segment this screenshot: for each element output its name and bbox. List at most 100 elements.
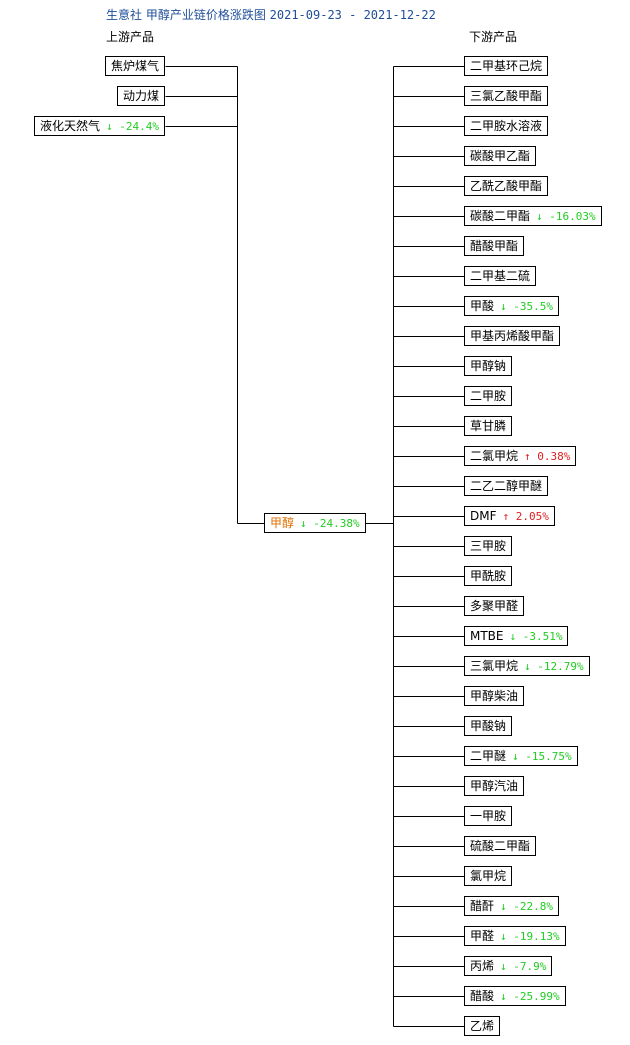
price-change: ↓ -35.5% <box>500 300 553 313</box>
price-change: ↓ -15.75% <box>512 750 572 763</box>
product-name: 三氯甲烷 <box>470 659 519 673</box>
title-dates: 2021-09-23 - 2021-12-22 <box>269 8 436 22</box>
product-name: 二氯甲烷 <box>470 449 519 463</box>
product-name: 甲醇钠 <box>470 359 507 373</box>
price-change-value: -24.38% <box>306 517 360 530</box>
downstream-node: 甲醇柴油 <box>464 686 525 706</box>
price-change-value: -25.99% <box>506 990 560 1003</box>
title-prefix: 生意社 甲醇产业链价格涨跌图 <box>106 8 266 22</box>
price-change-value: -35.5% <box>506 300 553 313</box>
downstream-node: 二甲胺水溶液 <box>464 116 549 136</box>
downstream-node: 硫酸二甲酯 <box>464 836 537 856</box>
price-change-value: -22.8% <box>506 900 553 913</box>
price-change: ↓ -22.8% <box>500 900 553 913</box>
downstream-node: 甲醇钠 <box>464 356 513 376</box>
price-change-value: 2.05% <box>509 510 549 523</box>
product-name: 二甲胺 <box>470 389 507 403</box>
product-name: 二甲醚 <box>470 749 507 763</box>
product-name: 甲基丙烯酸甲酯 <box>470 329 555 343</box>
price-change-value: -7.9% <box>506 960 547 973</box>
price-change-value: 0.38% <box>530 450 571 463</box>
product-name: 草甘膦 <box>470 419 507 433</box>
downstream-node: 甲基丙烯酸甲酯 <box>464 326 561 346</box>
product-name: 碳酸二甲酯 <box>470 209 531 223</box>
product-name: 甲醇 <box>270 516 295 530</box>
downstream-node: 甲醇汽油 <box>464 776 525 796</box>
product-name: 氯甲烷 <box>470 869 507 883</box>
downstream-node: 氯甲烷 <box>464 866 513 886</box>
arrow-down-icon: ↓ <box>536 210 543 223</box>
downstream-node: 二甲基环己烷 <box>464 56 549 76</box>
product-name: 甲酰胺 <box>470 569 507 583</box>
product-name: 醋酸 <box>470 989 495 1003</box>
downstream-node: 甲酸钠 <box>464 716 513 736</box>
product-name: MTBE <box>470 629 504 643</box>
downstream-label: 下游产品 <box>469 30 518 44</box>
center-node: 甲醇 ↓ -24.38% <box>264 513 366 533</box>
product-name: 甲醇汽油 <box>470 779 519 793</box>
price-change: ↓ -24.4% <box>106 120 159 133</box>
downstream-node: 二甲醚 ↓ -15.75% <box>464 746 578 766</box>
price-change: ↑ 2.05% <box>503 510 549 523</box>
upstream-node: 焦炉煤气 <box>104 56 165 76</box>
upstream-label: 上游产品 <box>106 30 155 44</box>
downstream-node: 碳酸二甲酯 ↓ -16.03% <box>464 206 602 226</box>
price-change: ↓ -19.13% <box>500 930 560 943</box>
downstream-node: MTBE ↓ -3.51% <box>464 626 569 646</box>
arrow-down-icon: ↓ <box>500 900 507 913</box>
upstream-node: 液化天然气↓ -24.4% <box>34 116 165 136</box>
downstream-node: 碳酸甲乙酯 <box>464 146 537 166</box>
downstream-node: 二甲基二硫 <box>464 266 537 286</box>
product-name: 醋酸甲酯 <box>470 239 519 253</box>
price-change-value: -12.79% <box>530 660 584 673</box>
product-name: 丙烯 <box>470 959 495 973</box>
product-name: 醋酐 <box>470 899 495 913</box>
price-change: ↓ -25.99% <box>500 990 560 1003</box>
price-change-value: -15.75% <box>518 750 572 763</box>
arrow-down-icon: ↓ <box>500 300 507 313</box>
product-name: 甲醇柴油 <box>470 689 519 703</box>
downstream-node: 一甲胺 <box>464 806 513 826</box>
downstream-node: 多聚甲醛 <box>464 596 525 616</box>
price-change: ↑ 0.38% <box>524 450 570 463</box>
downstream-node: 二乙二醇甲醚 <box>464 476 549 496</box>
arrow-down-icon: ↓ <box>512 750 519 763</box>
price-change: ↓ -3.51% <box>510 630 563 643</box>
arrow-down-icon: ↓ <box>500 960 507 973</box>
product-name: 乙酰乙酸甲酯 <box>470 179 543 193</box>
arrow-down-icon: ↓ <box>500 930 507 943</box>
product-name: 焦炉煤气 <box>110 59 159 73</box>
product-name: 甲醛 <box>470 929 495 943</box>
downstream-node: DMF↑ 2.05% <box>464 506 555 526</box>
product-name: 动力煤 <box>122 89 159 103</box>
price-change-value: -16.03% <box>542 210 596 223</box>
page-title: 生意社 甲醇产业链价格涨跌图 2021-09-23 - 2021-12-22 <box>106 6 436 23</box>
downstream-node: 醋酐 ↓ -22.8% <box>464 896 559 916</box>
product-name: 二乙二醇甲醚 <box>470 479 543 493</box>
product-name: 一甲胺 <box>470 809 507 823</box>
product-name: 碳酸甲乙酯 <box>470 149 531 163</box>
price-change-value: -19.13% <box>506 930 560 943</box>
downstream-node: 三甲胺 <box>464 536 513 556</box>
downstream-node: 甲醛 ↓ -19.13% <box>464 926 566 946</box>
arrow-down-icon: ↓ <box>106 120 113 133</box>
arrow-down-icon: ↓ <box>300 517 307 530</box>
product-name: 多聚甲醛 <box>470 599 519 613</box>
upstream-node: 动力煤 <box>116 86 165 106</box>
product-name: 甲酸 <box>470 299 495 313</box>
downstream-node: 二甲胺 <box>464 386 513 406</box>
product-name: 三氯乙酸甲酯 <box>470 89 543 103</box>
price-change: ↓ -24.38% <box>300 517 360 530</box>
product-name: 二甲基二硫 <box>470 269 531 283</box>
product-name: 甲酸钠 <box>470 719 507 733</box>
downstream-node: 乙烯 <box>464 1016 501 1036</box>
price-change: ↓ -12.79% <box>524 660 584 673</box>
price-change: ↓ -7.9% <box>500 960 546 973</box>
product-name: 二甲基环己烷 <box>470 59 543 73</box>
downstream-node: 三氯乙酸甲酯 <box>464 86 549 106</box>
product-name: 二甲胺水溶液 <box>470 119 543 133</box>
downstream-node: 乙酰乙酸甲酯 <box>464 176 549 196</box>
product-name: 乙烯 <box>470 1019 495 1033</box>
product-name: 三甲胺 <box>470 539 507 553</box>
downstream-node: 醋酸甲酯 <box>464 236 525 256</box>
